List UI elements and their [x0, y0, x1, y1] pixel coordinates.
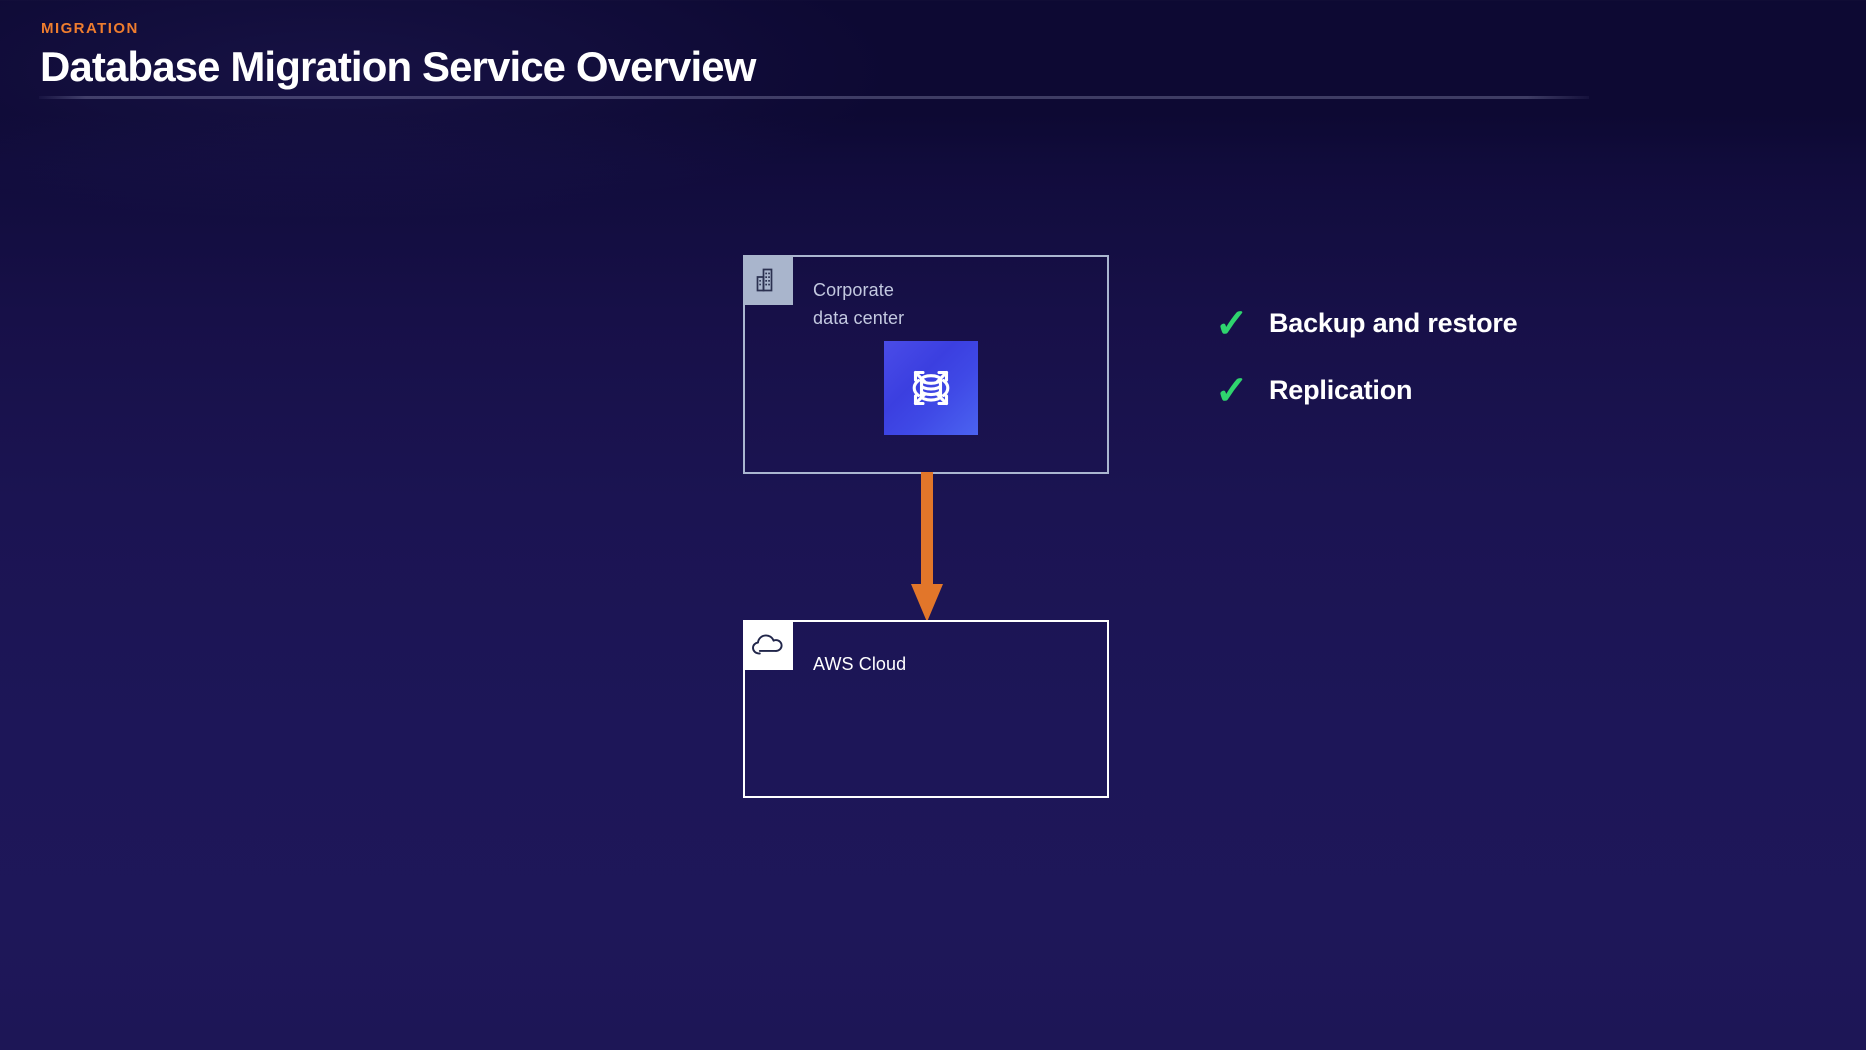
check-icon: ✓	[1215, 301, 1249, 346]
feature-label: Replication	[1269, 375, 1413, 405]
migration-flow-arrow	[910, 472, 944, 622]
group-box-border	[743, 620, 1109, 798]
feature-label: Backup and restore	[1269, 308, 1518, 338]
header-divider	[39, 96, 1589, 99]
group-box-corporate-data-center: Corporate data center	[743, 255, 1109, 474]
page-title: Database Migration Service Overview	[40, 43, 756, 90]
feature-list: ✓ Backup and restore ✓ Replication	[1215, 290, 1518, 424]
list-item: ✓ Replication	[1215, 357, 1517, 424]
eyebrow-label: MIGRATION	[41, 20, 139, 37]
aws-database-migration-service-icon	[884, 341, 978, 435]
group-box-label: Corporate data center	[813, 280, 905, 328]
group-box-aws-cloud: AWS Cloud	[743, 620, 1109, 798]
check-icon: ✓	[1215, 368, 1249, 413]
group-box-label: AWS Cloud	[813, 654, 907, 674]
building-icon	[743, 255, 793, 305]
slide-header: MIGRATION Database Migration Service Ove…	[0, 0, 1866, 120]
list-item: ✓ Backup and restore	[1215, 290, 1518, 357]
cloud-icon	[743, 620, 793, 670]
